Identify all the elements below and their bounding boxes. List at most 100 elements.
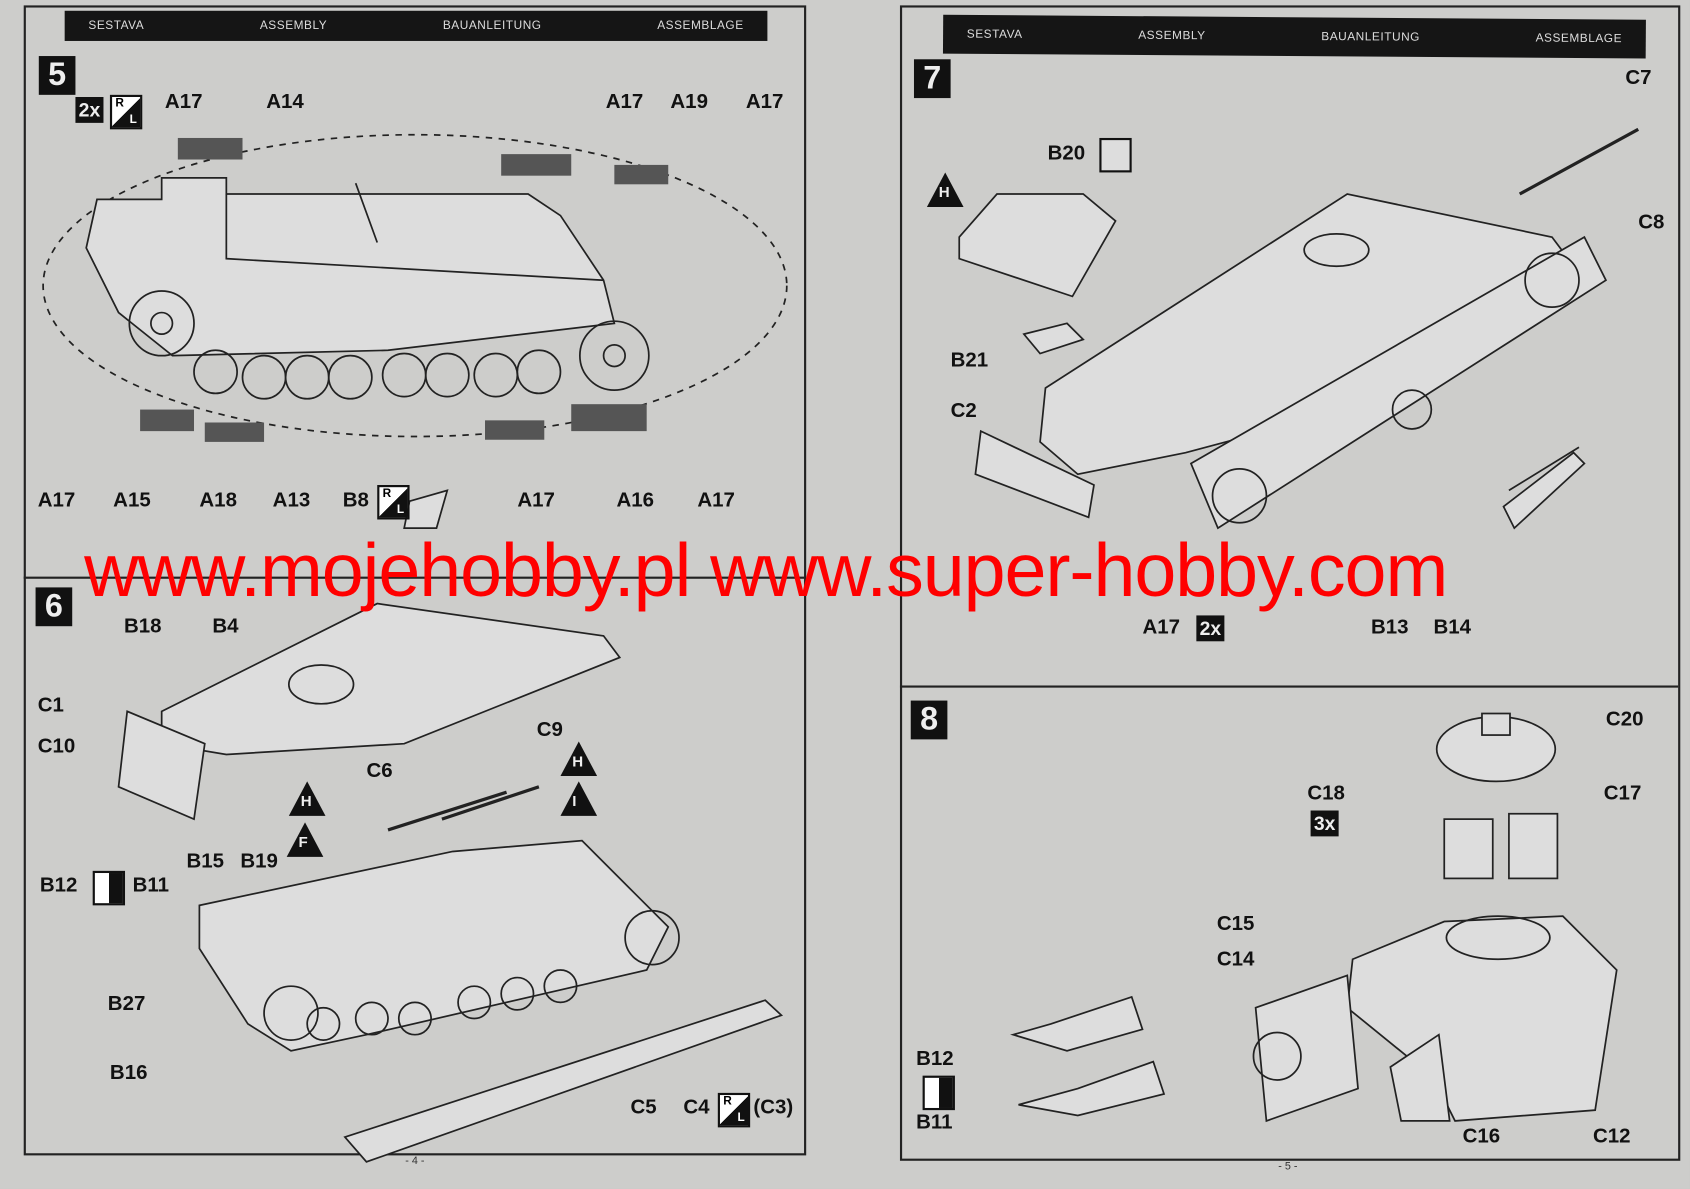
part-label: C12 [1592, 1125, 1631, 1148]
part-label: A17 [745, 90, 784, 114]
part-label: B13 [1370, 616, 1409, 640]
part-c7 [1518, 127, 1640, 196]
marker-letter: F [298, 833, 308, 851]
track-6 [343, 999, 784, 1163]
part-b20 [958, 193, 1117, 298]
divider [899, 685, 1679, 688]
page-number: - 5 - [1278, 1160, 1298, 1173]
header-label: ASSEMBLY [259, 19, 328, 33]
road-wheels-5 [128, 290, 650, 400]
part-b11 [1018, 1060, 1166, 1117]
step-number: 5 [38, 56, 76, 95]
page-number: - 4 - [405, 1155, 425, 1168]
part-label: C16 [1462, 1125, 1501, 1148]
part-b12 [1010, 995, 1144, 1052]
swap-icon [92, 870, 126, 906]
part-label: B11 [132, 874, 170, 897]
part-label: C10 [37, 735, 76, 758]
part-label: B12 [39, 874, 78, 897]
part-label: C8 [1638, 211, 1665, 234]
right-page-frame [899, 5, 1681, 1161]
hull-lines-5 [225, 182, 604, 282]
part-label: C18 [1307, 782, 1345, 806]
part-label: B4 [212, 615, 239, 639]
part-label: C14 [1216, 948, 1255, 972]
part-label: B18 [123, 615, 162, 639]
part-label: A14 [266, 90, 304, 114]
track-links-5 [140, 137, 669, 442]
part-c1 [117, 710, 206, 821]
part-label: A16 [616, 489, 655, 512]
road-wheels-6 [263, 909, 680, 1041]
divider [23, 576, 805, 579]
lower-hull-6 [198, 839, 670, 1052]
header-label: ASSEMBLAGE [657, 19, 744, 33]
part-label: A17 [517, 489, 555, 512]
part-c16 [1389, 1033, 1451, 1122]
marker-letter: H [300, 792, 312, 810]
track-loop-5 [42, 133, 788, 438]
quantity-badge: 2x [75, 97, 104, 123]
part-label: B12 [916, 1047, 954, 1071]
part-b8 [403, 489, 449, 529]
part-b13-b14 [1502, 446, 1586, 530]
part-label: C4 [683, 1096, 710, 1119]
part-label: (C3) [753, 1096, 794, 1119]
part-label: B11 [916, 1111, 953, 1134]
seat-icon [1099, 137, 1132, 173]
paint-marker-icon: H [926, 172, 964, 207]
rl-r: R [723, 1095, 732, 1108]
marker-letter: I [572, 792, 577, 810]
part-label: C7 [1625, 66, 1652, 90]
part-label: C5 [630, 1096, 657, 1119]
rl-l: L [129, 113, 137, 127]
quantity-badge: 2x [1196, 615, 1225, 642]
rl-l: L [396, 503, 405, 517]
part-label: A13 [272, 489, 311, 512]
part-label: B8 [342, 489, 369, 512]
header-label: SESTAVA [88, 19, 145, 33]
marker-letter: H [572, 752, 584, 770]
part-label: C1 [37, 694, 64, 717]
rl-r: R [115, 97, 124, 110]
part-label: A17 [1142, 616, 1181, 640]
part-label: A17 [605, 90, 644, 114]
turret-c12 [1346, 915, 1618, 1122]
part-label: B20 [1047, 142, 1086, 165]
part-label: B14 [1433, 616, 1472, 640]
marker-letter: H [938, 183, 950, 201]
rl-r: R [382, 487, 392, 501]
part-c2 [974, 429, 1095, 519]
part-c6-c9 [387, 785, 540, 832]
part-c17 [1508, 812, 1559, 880]
swap-icon [922, 1075, 955, 1111]
quantity-badge: 3x [1310, 810, 1339, 837]
part-label: C6 [366, 759, 393, 783]
part-label: C15 [1216, 912, 1255, 936]
part-c18 [1443, 818, 1494, 880]
step-number: 8 [910, 700, 948, 740]
part-label: B21 [950, 349, 989, 372]
part-label: A17 [37, 489, 76, 512]
road-wheels-7 [1211, 252, 1580, 524]
step-number: 6 [35, 587, 73, 627]
paint-marker-icon: H [288, 781, 326, 816]
part-c14-c15 [1254, 974, 1359, 1123]
header-label: BAUANLEITUNG [442, 19, 542, 33]
part-label: C20 [1605, 708, 1644, 731]
hull-5 [85, 176, 616, 357]
part-label: B27 [107, 992, 146, 1016]
part-label: C9 [536, 718, 563, 742]
part-label: A17 [164, 90, 203, 114]
part-label: B15 [186, 850, 225, 874]
part-label: A15 [113, 489, 151, 512]
part-label: C2 [950, 399, 977, 423]
watermark-text: www.mojehobby.pl www.super-hobby.com [84, 528, 1448, 613]
part-label: A18 [199, 489, 237, 512]
track-7 [1189, 235, 1608, 530]
part-label: B16 [109, 1061, 148, 1085]
part-label: B19 [240, 850, 278, 874]
